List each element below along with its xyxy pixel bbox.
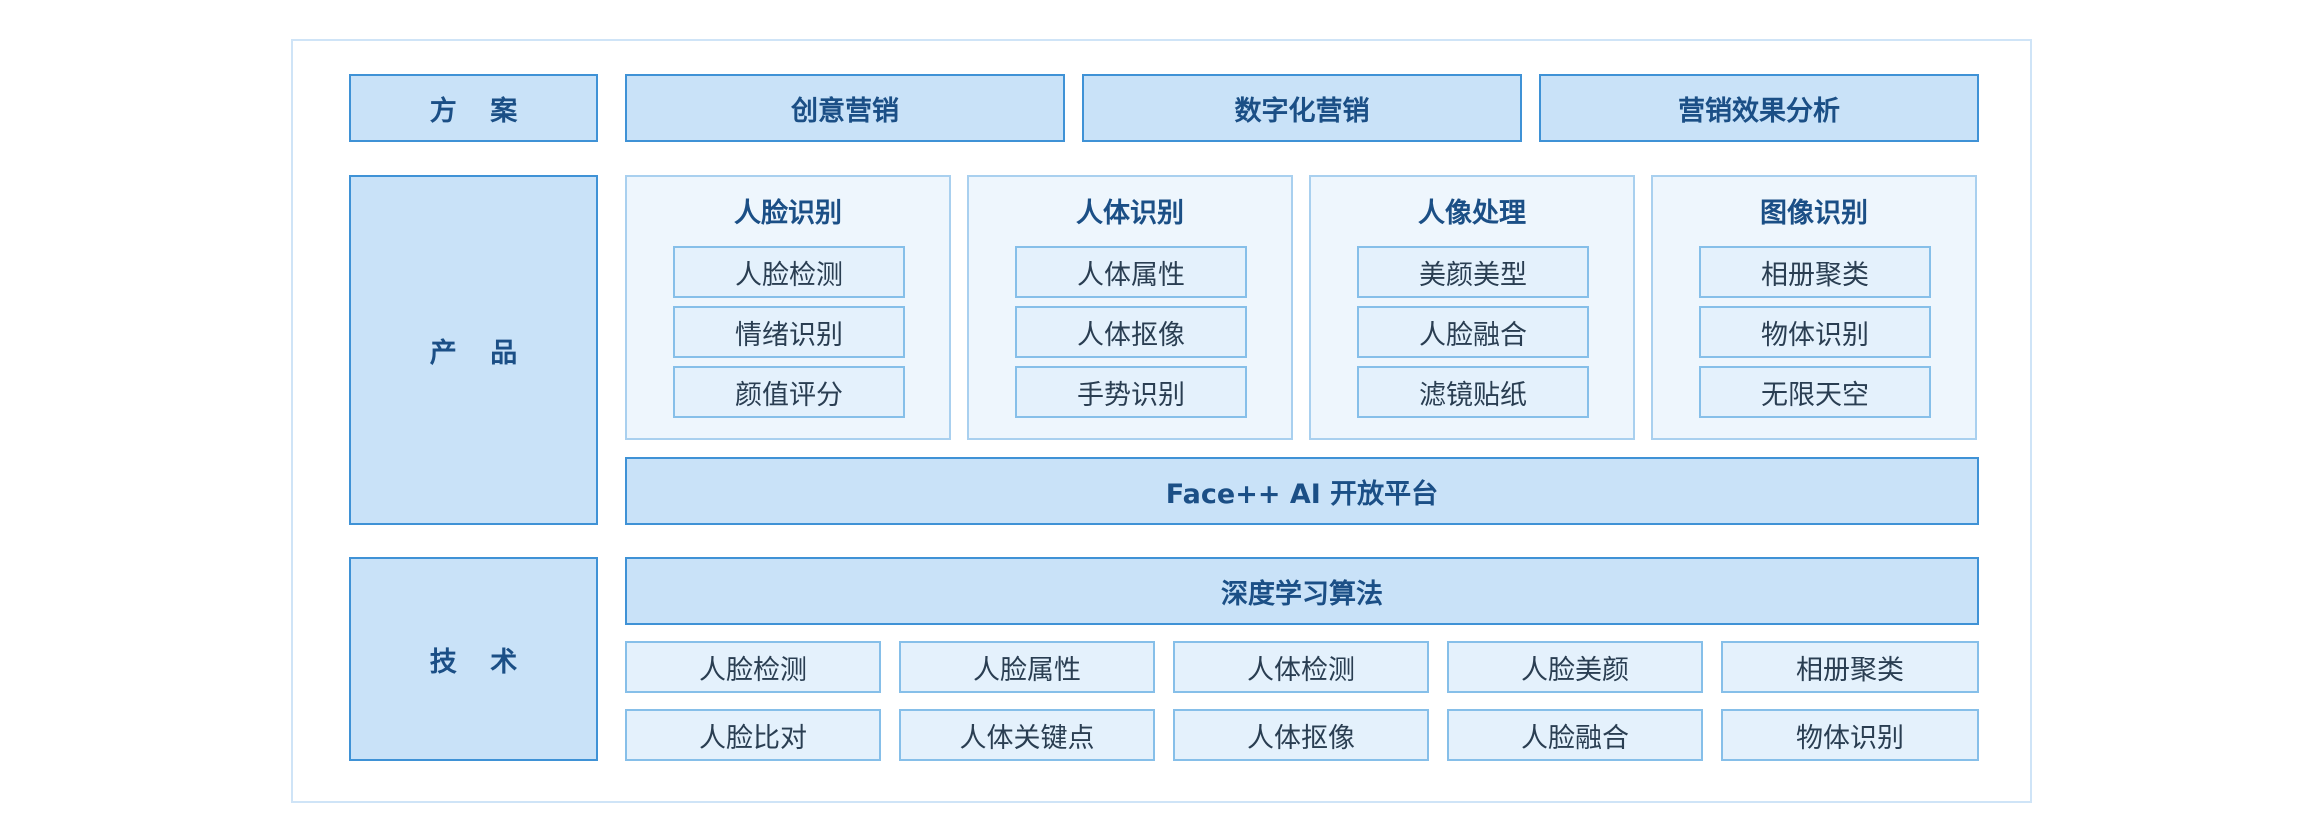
- tech-item: 人脸融合: [1447, 709, 1703, 761]
- product-item: 手势识别: [1015, 366, 1247, 418]
- product-group-title: 人体识别: [1076, 198, 1184, 229]
- product-item: 美颜美型: [1357, 246, 1589, 298]
- tech-item: 人脸比对: [625, 709, 881, 761]
- product-item: 无限天空: [1699, 366, 1931, 418]
- product-group: 人体识别 人体属性 人体抠像 手势识别: [967, 175, 1293, 440]
- product-group-title: 图像识别: [1760, 198, 1868, 229]
- solution-item: 数字化营销: [1082, 74, 1522, 142]
- tech-item: 人体关键点: [899, 709, 1155, 761]
- solution-item: 创意营销: [625, 74, 1065, 142]
- tech-item: 人脸美颜: [1447, 641, 1703, 693]
- platform-bar: Face++ AI 开放平台: [625, 457, 1979, 525]
- product-group: 人脸识别 人脸检测 情绪识别 颜值评分: [625, 175, 951, 440]
- tech-item: 物体识别: [1721, 709, 1979, 761]
- product-item: 物体识别: [1699, 306, 1931, 358]
- product-group-title: 人脸识别: [734, 198, 842, 229]
- solution-item: 营销效果分析: [1539, 74, 1979, 142]
- product-item: 人脸融合: [1357, 306, 1589, 358]
- row-label-tech: 技 术: [349, 557, 598, 761]
- row-label-solution: 方 案: [349, 74, 598, 142]
- tech-item: 人脸检测: [625, 641, 881, 693]
- tech-item: 人脸属性: [899, 641, 1155, 693]
- product-item: 人体属性: [1015, 246, 1247, 298]
- product-group: 人像处理 美颜美型 人脸融合 滤镜贴纸: [1309, 175, 1635, 440]
- product-item: 滤镜贴纸: [1357, 366, 1589, 418]
- product-item: 颜值评分: [673, 366, 905, 418]
- tech-item: 人体检测: [1173, 641, 1429, 693]
- product-item: 情绪识别: [673, 306, 905, 358]
- tech-item: 相册聚类: [1721, 641, 1979, 693]
- tech-header: 深度学习算法: [625, 557, 1979, 625]
- product-item: 相册聚类: [1699, 246, 1931, 298]
- product-group-title: 人像处理: [1418, 198, 1526, 229]
- tech-item: 人体抠像: [1173, 709, 1429, 761]
- product-item: 人体抠像: [1015, 306, 1247, 358]
- product-item: 人脸检测: [673, 246, 905, 298]
- product-group: 图像识别 相册聚类 物体识别 无限天空: [1651, 175, 1977, 440]
- row-label-product: 产 品: [349, 175, 598, 525]
